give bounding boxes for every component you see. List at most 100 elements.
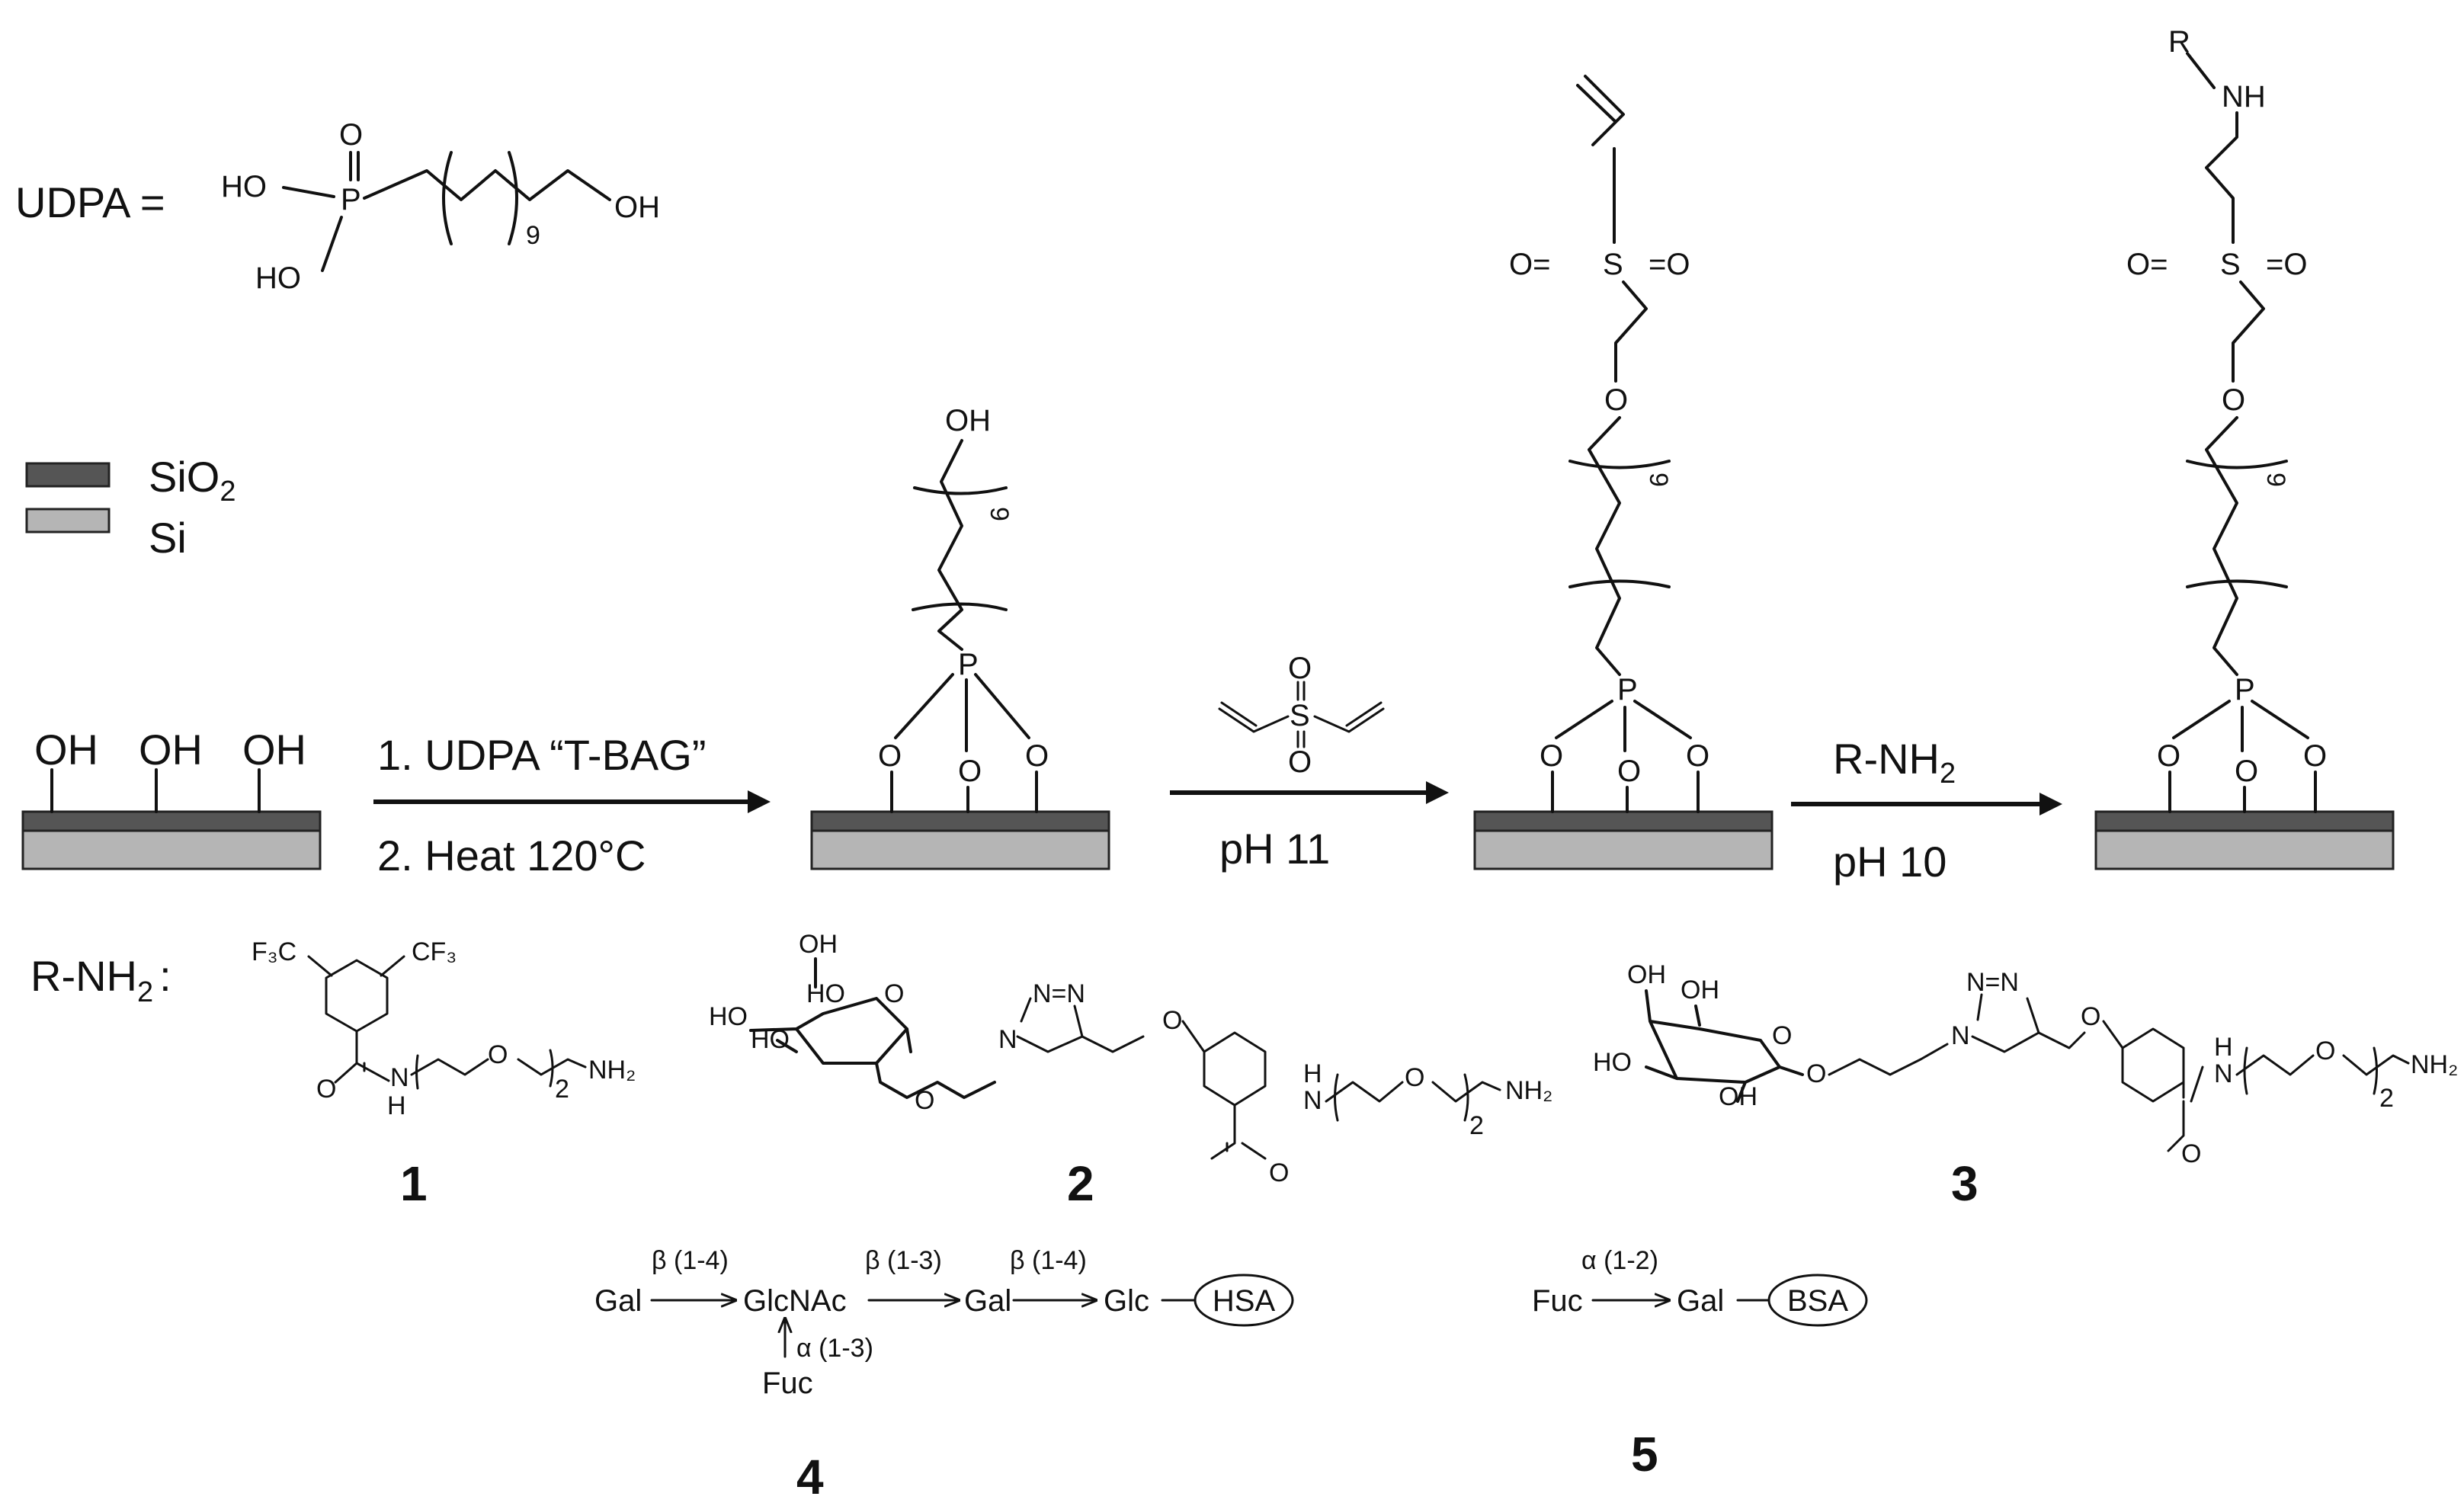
legend-si-label: Si — [149, 514, 187, 562]
compound-4-number: 4 — [796, 1450, 824, 1504]
step2: O S O pH 11 — [1170, 652, 1449, 873]
c5-carrier-ellipse — [1767, 1274, 1868, 1327]
svg-text:2: 2 — [1469, 1111, 1484, 1140]
svg-text:O: O — [316, 1075, 336, 1104]
svg-text:H: H — [2214, 1033, 2233, 1062]
svg-text:NH₂: NH₂ — [2411, 1050, 2458, 1079]
svg-text:9: 9 — [2261, 473, 2290, 487]
svg-text:=O: =O — [1649, 248, 1690, 281]
svg-text:O: O — [1686, 739, 1709, 773]
c4-carrier: HSA — [1213, 1284, 1276, 1318]
compound-4: Gal β (1-4) GlcNAc β (1-3) Gal β (1-4) G… — [594, 1246, 1294, 1504]
svg-text:O: O — [488, 1040, 508, 1069]
step1-line2: 2. Heat 120°C — [377, 832, 646, 880]
svg-text:HO: HO — [1593, 1048, 1632, 1077]
udpa-ho-bottom: HO — [255, 261, 301, 295]
c4-gal1: Gal — [594, 1284, 642, 1318]
svg-text:CF₃: CF₃ — [412, 937, 457, 966]
svg-text:NH: NH — [2222, 80, 2266, 114]
svg-text:H: H — [387, 1091, 406, 1120]
c4-link-fuc: α (1-3) — [796, 1334, 873, 1363]
structure-udpa-monolayer: OH 9 P O O O — [810, 404, 1110, 870]
svg-text:O=: O= — [2126, 248, 2168, 281]
svg-text:O: O — [915, 1086, 934, 1115]
svg-text:S: S — [1603, 248, 1623, 281]
svg-text:9: 9 — [985, 507, 1014, 521]
step1: 1. UDPA “T-BAG” 2. Heat 120°C — [373, 731, 771, 880]
legend-si-swatch — [25, 508, 111, 534]
step2-condition: pH 11 — [1219, 825, 1330, 873]
udpa-ho-top: HO — [221, 170, 267, 203]
svg-text:O=: O= — [1509, 248, 1550, 281]
svg-text:OH: OH — [799, 930, 838, 959]
svg-text:N: N — [2214, 1059, 2233, 1088]
substrate-bare: OH OH OH — [21, 726, 322, 870]
c5-gal: Gal — [1677, 1284, 1724, 1318]
svg-text:2: 2 — [555, 1075, 569, 1104]
step2-reagent-o-bottom: O — [1288, 745, 1312, 779]
udpa-oh: OH — [614, 191, 660, 224]
legend: SiO2 Si — [25, 453, 236, 562]
udpa-repeat: 9 — [526, 221, 540, 250]
c5-carrier: BSA — [1787, 1284, 1848, 1318]
svg-text:N: N — [1951, 1021, 1970, 1050]
compound-2: OH HO O HO HO O N N=N O O H N O 2 NH₂ 2 — [709, 930, 1552, 1211]
udpa-bonds — [282, 151, 611, 272]
svg-text:H: H — [1303, 1059, 1322, 1088]
compound-5-number: 5 — [1631, 1427, 1658, 1482]
step2-reagent-s: S — [1290, 699, 1310, 732]
svg-text:O: O — [1604, 383, 1628, 417]
svg-text:O: O — [2181, 1139, 2201, 1168]
svg-text:O: O — [1617, 755, 1641, 788]
rnh2-label: R-NH2: — [30, 952, 171, 1008]
svg-text:O: O — [1162, 1006, 1182, 1035]
svg-text:N: N — [1303, 1086, 1322, 1115]
c5-link: α (1-2) — [1581, 1246, 1658, 1275]
svg-text:O: O — [2222, 383, 2245, 417]
svg-text:O: O — [1806, 1059, 1826, 1088]
c4-glc: Glc — [1104, 1284, 1149, 1318]
udpa-definition: UDPA = HO HO O P OH 9 — [15, 118, 660, 295]
svg-text:O: O — [2081, 1002, 2100, 1031]
c4-carrier-ellipse — [1194, 1274, 1294, 1327]
svg-text:O: O — [2303, 739, 2327, 773]
svg-text:9: 9 — [1644, 473, 1673, 487]
structure-amine-coupled: R NH O= S =O O 9 P O O O — [2094, 25, 2395, 870]
svg-text:2: 2 — [2379, 1084, 2394, 1113]
compound-2-number: 2 — [1067, 1156, 1094, 1211]
surface-oh-3: OH — [242, 726, 306, 774]
step3-condition: pH 10 — [1833, 838, 1947, 886]
svg-text:F₃C: F₃C — [252, 937, 296, 966]
compound-3-number: 3 — [1951, 1156, 1979, 1211]
svg-text:O: O — [2235, 755, 2258, 788]
svg-text:N: N — [390, 1063, 409, 1092]
step3: R-NH2 pH 10 — [1791, 735, 2062, 886]
step3-reagent: R-NH2 — [1833, 735, 1956, 790]
step1-line1: 1. UDPA “T-BAG” — [377, 731, 706, 779]
step2-reagent-o-top: O — [1288, 652, 1312, 685]
svg-text:NH₂: NH₂ — [1505, 1076, 1552, 1105]
svg-text:O: O — [1025, 739, 1049, 773]
svg-text:OH: OH — [1681, 976, 1719, 1005]
svg-text:O: O — [2315, 1037, 2335, 1065]
svg-text:HO: HO — [806, 979, 845, 1008]
svg-text:O: O — [2157, 739, 2180, 773]
svg-text:N=N: N=N — [1033, 979, 1085, 1008]
svg-text:N: N — [998, 1025, 1017, 1054]
svg-text:O: O — [1772, 1021, 1792, 1050]
svg-text:O: O — [1269, 1158, 1289, 1187]
legend-sio2-label: SiO2 — [149, 453, 236, 508]
c4-fuc: Fuc — [762, 1367, 813, 1400]
svg-text:=O: =O — [2266, 248, 2307, 281]
c4-link2: β (1-3) — [865, 1246, 942, 1275]
c5-fuc: Fuc — [1532, 1284, 1583, 1318]
svg-text:O: O — [958, 755, 982, 788]
compound-1-number: 1 — [400, 1156, 428, 1211]
udpa-p: P — [341, 183, 361, 216]
compound-3: OH OH HO OH O O N N=N O O H N O 2 NH₂ 3 — [1593, 960, 2458, 1211]
c4-link3: β (1-4) — [1010, 1246, 1087, 1275]
structure-vinyl-sulfone: O= S =O O 9 P O O O — [1473, 75, 1774, 870]
svg-text:HO: HO — [709, 1002, 748, 1031]
svg-text:O: O — [878, 739, 902, 773]
